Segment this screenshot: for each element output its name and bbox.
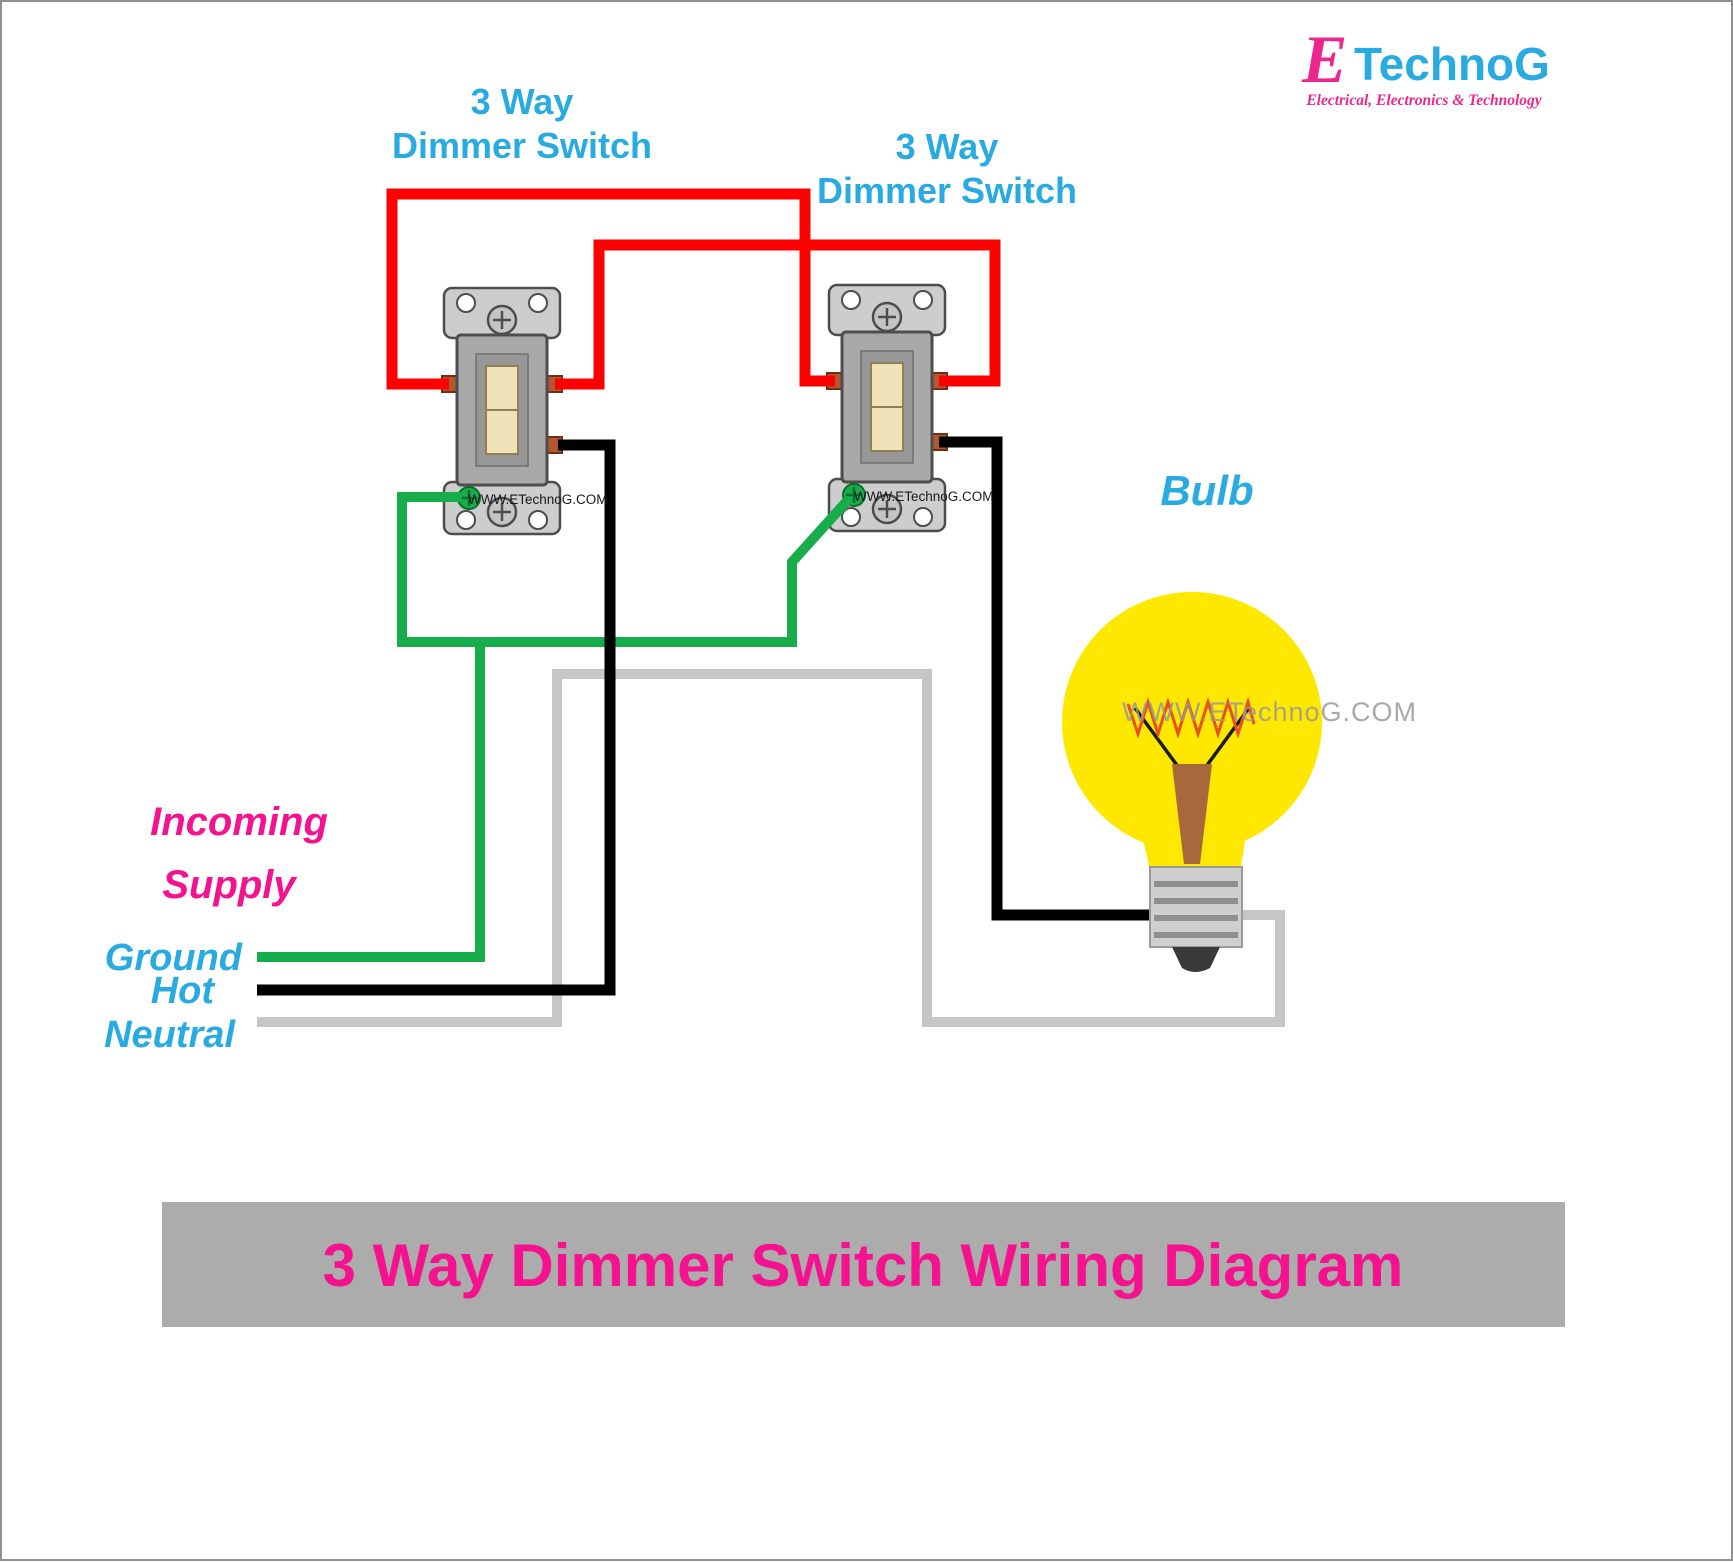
logo-tagline: Electrical, Electronics & Technology [1305,92,1541,109]
ground-label: Ground [105,937,243,979]
ground-wire-supply [257,642,485,962]
neutral-label: Neutral [104,1014,236,1056]
neutral-wire [257,669,1285,1027]
traveler-wire-1 [386,188,835,390]
watermark-bulb: WWW.ETechnoG.COM [1122,697,1417,727]
etechnog-logo: E TechnoG Electrical, Electronics & Tech… [1301,21,1550,109]
hot-label: Hot [151,970,216,1012]
bulb-glass [1062,592,1322,852]
watermark-switch2: WWW.ETechnoG.COM [854,489,994,504]
title-banner [162,1202,1565,1327]
diagram-title: 3 Way Dimmer Switch Wiring Diagram [323,1232,1404,1299]
hot-wire [257,439,616,996]
switch2-label-line2: Dimmer Switch [817,170,1077,211]
ground-wire-switch-link [397,492,851,647]
bulb-base-tip [1172,947,1220,972]
filament-coil [1126,696,1256,740]
watermark-switch1: WWW.ETechnoG.COM [468,492,608,507]
switch2-label-line1: 3 Way [896,126,999,167]
incoming-supply-label-line1: Incoming [150,800,328,844]
traveler-wire-2 [555,239,1001,390]
incoming-supply-label-line2: Supply [162,863,297,907]
logo-initial: E [1301,21,1347,97]
bulb-stem [1172,764,1212,864]
switch1-label-line1: 3 Way [471,81,574,122]
light-bulb [1062,592,1322,972]
bulb-base-threads [1154,881,1238,938]
switch1-label-line2: Dimmer Switch [392,125,652,166]
bulb-load-wire [939,436,1164,921]
bulb-label: Bulb [1160,467,1253,514]
logo-name: TechnoG [1354,38,1550,90]
